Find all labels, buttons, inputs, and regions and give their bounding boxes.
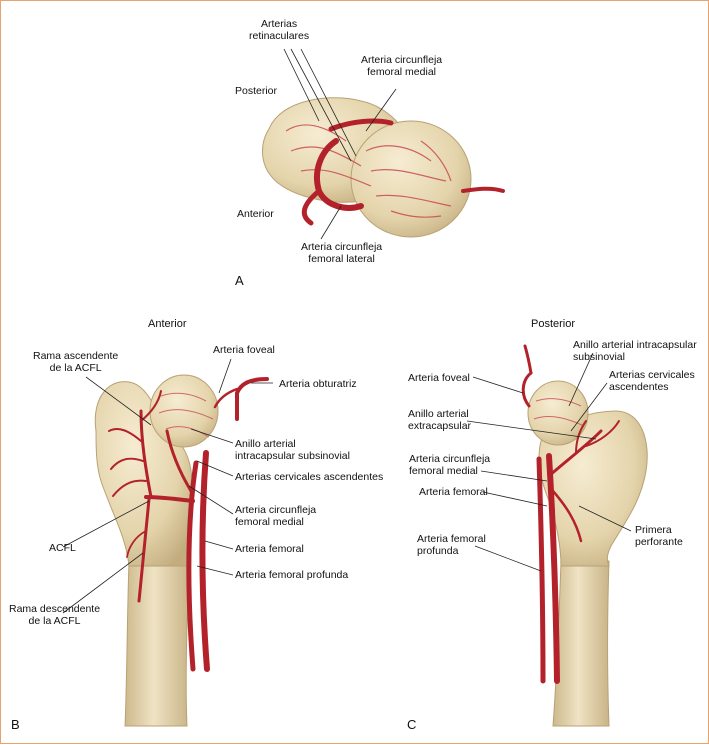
femur-b-shaft bbox=[125, 561, 189, 726]
obturator-artery-b bbox=[237, 379, 267, 419]
label-arteria-femoral-b: Arteria femoral bbox=[235, 543, 304, 555]
label-arteria-obturatriz: Arteria obturatriz bbox=[279, 378, 357, 390]
femur-c-shaft bbox=[553, 561, 609, 726]
label-anterior-a: Anterior bbox=[237, 208, 274, 220]
foveal-artery-b bbox=[215, 389, 237, 407]
profunda-artery-c bbox=[539, 459, 543, 681]
header-posterior-c: Posterior bbox=[531, 318, 575, 330]
label-cervicales-b: Arterias cervicales ascendentes bbox=[235, 471, 383, 483]
label-arteria-foveal-c: Arteria foveal bbox=[408, 372, 470, 384]
panel-letter-b: B bbox=[11, 717, 20, 732]
profunda-artery-b bbox=[189, 463, 196, 669]
label-femoral-profunda-b: Arteria femoral profunda bbox=[235, 569, 348, 581]
head-bone bbox=[351, 121, 471, 237]
label-posterior-a: Posterior bbox=[235, 85, 277, 97]
panel-letter-a: A bbox=[235, 273, 244, 288]
femoral-artery-b bbox=[202, 453, 207, 669]
panel-c-femur-posterior bbox=[523, 346, 647, 726]
label-acfl: ACFL bbox=[49, 542, 76, 554]
header-anterior-b: Anterior bbox=[148, 318, 187, 330]
label-arteria-femoral-c: Arteria femoral bbox=[419, 486, 488, 498]
panel-letter-c: C bbox=[407, 717, 416, 732]
label-arteria-foveal-b: Arteria foveal bbox=[213, 344, 275, 356]
panel-a-femoral-head bbox=[263, 98, 504, 237]
